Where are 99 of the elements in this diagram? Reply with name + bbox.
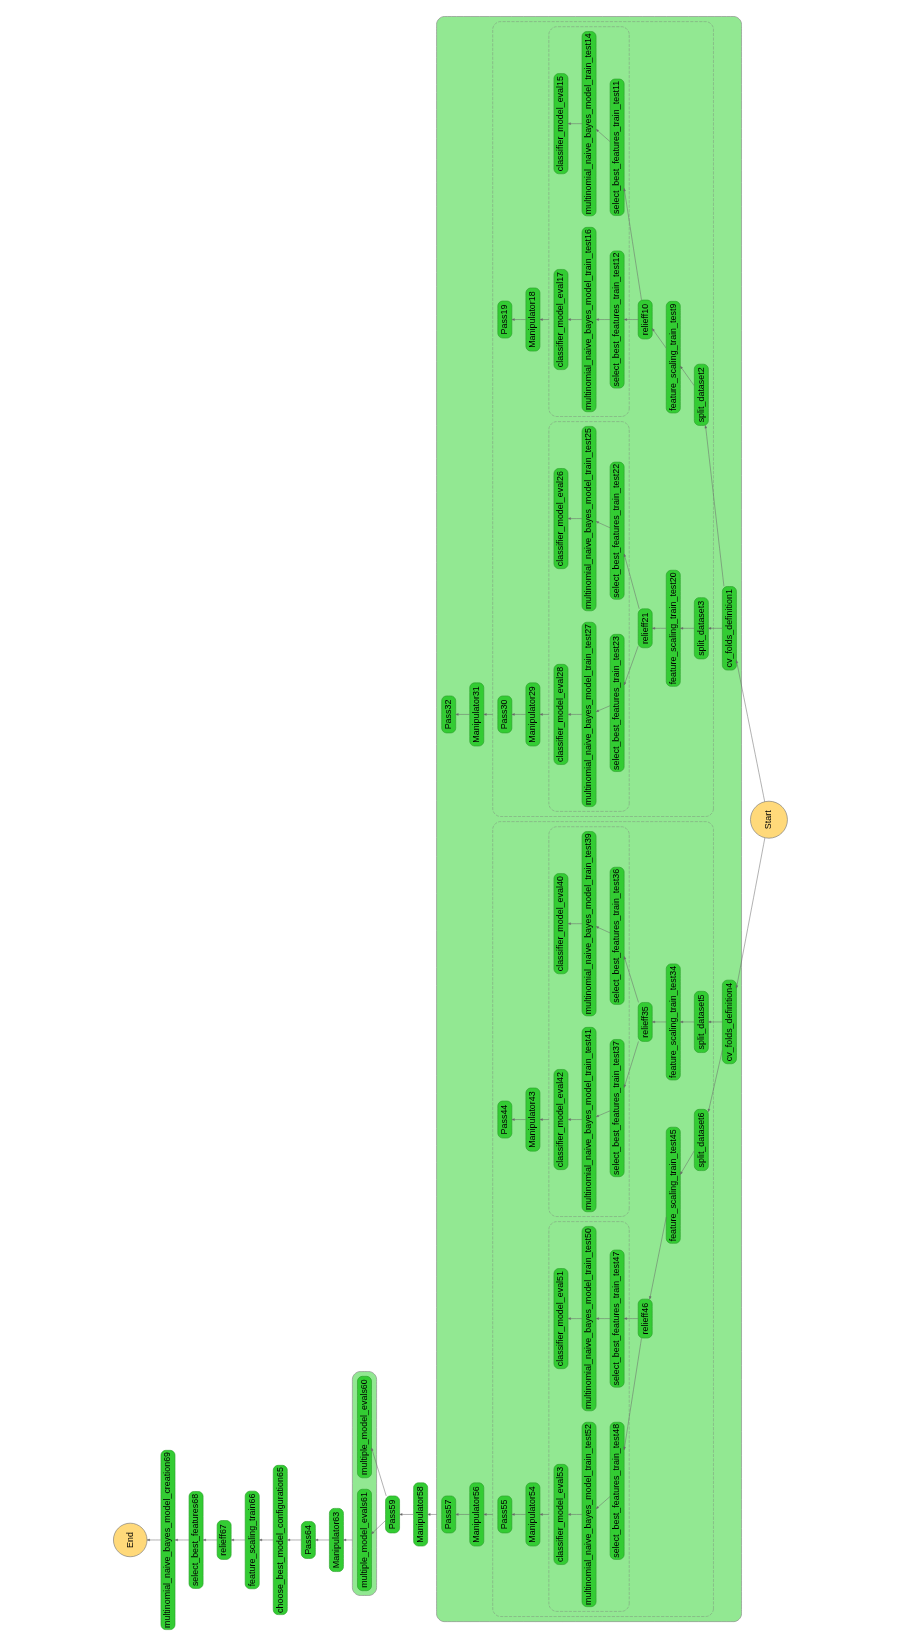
node-box: classifier_model_eval26 [553, 468, 568, 569]
node-box: Manipulator56 [468, 1482, 484, 1547]
arrow [567, 1513, 582, 1516]
node-box: multinomial_naive_bayes_model_train_test41 [581, 1027, 596, 1213]
arrow [286, 1538, 301, 1542]
node-box: multinomial_naive_bayes_model_train_test25 [581, 426, 596, 612]
node-box: select_best_features68 [188, 1491, 203, 1589]
node-box: Manipulator18 [525, 287, 540, 352]
node-box: select_best_features_train_test47 [609, 1249, 624, 1388]
arrow [567, 922, 582, 925]
node-box: multinomial_naive_bayes_model_train_test39 [581, 831, 596, 1017]
arrow [511, 1513, 526, 1516]
arrow [595, 129, 610, 142]
arrow [623, 553, 639, 610]
arrow [704, 425, 724, 587]
node-circle: End [112, 1522, 147, 1558]
arrow [651, 627, 666, 630]
arrow [567, 318, 582, 321]
arrow [174, 1538, 189, 1542]
node-box: classifier_model_eval40 [553, 873, 568, 975]
arrow [679, 627, 694, 630]
node-circle: Start [749, 800, 788, 839]
arrow [623, 1041, 639, 1088]
node-box: Pass32 [440, 695, 456, 734]
arrow [258, 1538, 273, 1542]
arrow [342, 1538, 353, 1542]
arrow [595, 1110, 610, 1118]
cluster [435, 16, 742, 1622]
arrow [539, 1118, 549, 1121]
arrow [623, 956, 639, 1003]
node-box: Pass19 [497, 300, 512, 339]
arrow [679, 365, 694, 386]
node-box: multinomial_naive_bayes_model_train_test14 [581, 31, 596, 217]
arrow [595, 705, 610, 712]
arrow [483, 1513, 493, 1516]
arrow [567, 517, 582, 520]
node-box: multinomial_naive_bayes_model_creation69 [160, 1450, 175, 1630]
arrow [539, 713, 549, 716]
arrow [651, 328, 666, 349]
node-box: Pass30 [497, 695, 512, 734]
arrow [623, 318, 638, 321]
arrow [707, 1049, 723, 1112]
node-box: Pass57 [440, 1495, 456, 1534]
arrow [707, 1020, 723, 1024]
node-box: Pass44 [497, 1100, 512, 1139]
arrow [146, 1538, 161, 1542]
arrow [398, 1513, 414, 1516]
node-box: multinomial_naive_bayes_model_train_test27 [581, 621, 596, 807]
node-box: Manipulator31 [468, 682, 484, 747]
node-box: multinomial_naive_bayes_model_train_test16 [581, 227, 596, 413]
arrow [202, 1538, 217, 1542]
arrow [511, 1118, 526, 1121]
node-box: multinomial_naive_bayes_model_train_test50 [581, 1226, 596, 1412]
arrow [622, 188, 642, 301]
arrow [595, 318, 610, 321]
arrow [651, 1020, 666, 1024]
arrow [679, 1150, 694, 1175]
arrow [707, 627, 723, 630]
arrow [539, 1513, 549, 1516]
node-box: classifier_model_eval28 [553, 664, 568, 765]
node-box: Pass55 [497, 1495, 512, 1534]
arrow [455, 713, 470, 716]
arrow [595, 926, 610, 934]
arrow [426, 1513, 437, 1516]
arrow [483, 713, 493, 716]
node-box: Manipulator43 [525, 1087, 540, 1152]
arrow [623, 645, 638, 686]
node-box: classifier_model_eval17 [553, 269, 568, 370]
arrow [735, 660, 765, 802]
arrow [567, 1118, 582, 1121]
arrow [648, 1216, 666, 1300]
arrow [595, 1317, 610, 1320]
arrow [735, 837, 765, 989]
arrow [230, 1538, 245, 1542]
arrow [370, 1520, 386, 1535]
arrow [539, 318, 549, 321]
arrow [679, 1020, 694, 1024]
node-box: multinomial_naive_bayes_model_train_test52 [581, 1421, 596, 1607]
arrow [314, 1538, 330, 1542]
arrow [622, 1337, 642, 1450]
arrow [623, 1317, 638, 1320]
node-box: Manipulator29 [525, 682, 540, 747]
node-box: Manipulator54 [525, 1482, 540, 1547]
arrow [567, 1317, 582, 1320]
arrow [595, 1496, 610, 1510]
arrow [370, 1447, 386, 1497]
node-box: classifier_model_eval53 [553, 1464, 568, 1565]
node-box: split_dataset2 [693, 363, 709, 426]
node-box: classifier_model_eval15 [553, 73, 568, 175]
node-box: select_best_features_train_test12 [609, 250, 624, 389]
arrow [595, 521, 610, 529]
arrow [511, 318, 526, 321]
arrow [511, 713, 526, 716]
node-box: relieff67 [216, 1520, 231, 1560]
arrow [567, 122, 582, 125]
node-box: classifier_model_eval51 [553, 1268, 568, 1369]
node-box: classifier_model_eval42 [553, 1069, 568, 1170]
arrow [567, 713, 582, 716]
arrow [455, 1513, 470, 1516]
